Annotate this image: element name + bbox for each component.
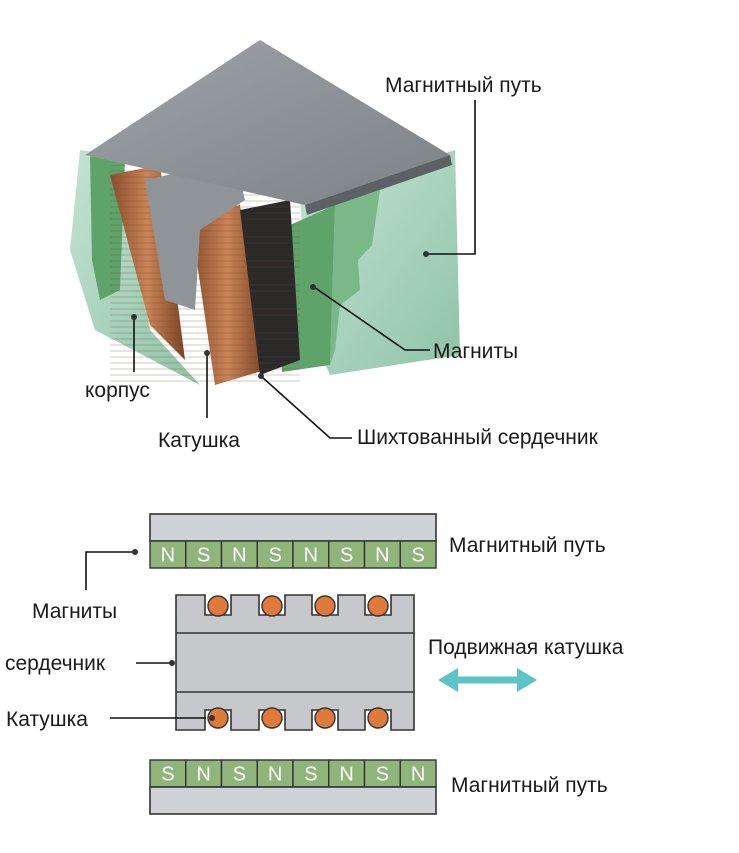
magnet-pole-label: S bbox=[233, 764, 246, 786]
label-magnets-schematic: Магниты bbox=[32, 600, 117, 623]
magnet-pole-label: S bbox=[376, 764, 389, 786]
magnetic-path-plate-edge bbox=[305, 155, 452, 215]
mover-core bbox=[175, 594, 415, 731]
coils-upper bbox=[207, 595, 389, 617]
magnet-pole-label: N bbox=[375, 545, 389, 567]
magnet-segment bbox=[256, 759, 294, 788]
magnet-pole-label: N bbox=[232, 545, 246, 567]
magnet-segment bbox=[256, 540, 294, 569]
coil-circle bbox=[207, 595, 229, 617]
magnet-segment bbox=[399, 540, 437, 569]
movement-arrow bbox=[438, 668, 537, 692]
magnet-pole-label: N bbox=[304, 545, 318, 567]
label-moving-coil: Подвижная катушка bbox=[428, 636, 624, 659]
magnet-pole-label: N bbox=[161, 545, 175, 567]
magnetic-path-plate bbox=[85, 40, 450, 205]
label-magnetic-path-lower: Магнитный путь bbox=[451, 774, 608, 797]
magnet-pole-label: S bbox=[197, 545, 210, 567]
magnet-pole-label: N bbox=[411, 764, 425, 786]
label-coil-schematic: Катушка bbox=[6, 708, 88, 731]
magnet-segment bbox=[185, 540, 223, 569]
magnet-pole-label: S bbox=[411, 545, 424, 567]
magnet-pole-label: S bbox=[304, 764, 317, 786]
label-magnetic-path: Магнитный путь bbox=[385, 74, 542, 97]
magnet-pole-label: N bbox=[196, 764, 210, 786]
coil-circle bbox=[207, 707, 229, 729]
upper-yoke bbox=[149, 513, 437, 542]
magnet-pole-label: S bbox=[340, 545, 353, 567]
magnet-pole-label: S bbox=[161, 764, 174, 786]
magnet-pole-label: N bbox=[268, 764, 282, 786]
magnet-pole-label: N bbox=[339, 764, 353, 786]
coil-circle bbox=[314, 595, 336, 617]
coil-circle bbox=[314, 707, 336, 729]
magnets-right-steps bbox=[330, 190, 380, 365]
coil-circle bbox=[261, 707, 283, 729]
label-core: сердечник bbox=[5, 652, 106, 675]
magnet-pole-label: S bbox=[268, 545, 281, 567]
core-block bbox=[145, 160, 245, 310]
coil-circle bbox=[367, 595, 389, 617]
coils-lower bbox=[207, 707, 389, 729]
cutaway-illustration: Магнитный путь Магниты корпус Катушка Ши… bbox=[70, 40, 599, 452]
coil-circle bbox=[261, 595, 283, 617]
label-housing: корпус bbox=[85, 379, 150, 402]
magnet-segment bbox=[149, 759, 187, 788]
label-coil: Катушка bbox=[158, 429, 240, 452]
label-laminated-core: Шихтованный сердечник bbox=[357, 426, 599, 449]
label-magnetic-path-upper: Магнитный путь bbox=[449, 534, 606, 557]
label-magnets: Магниты bbox=[433, 340, 518, 363]
coil-circle bbox=[367, 707, 389, 729]
lower-yoke bbox=[149, 786, 437, 815]
